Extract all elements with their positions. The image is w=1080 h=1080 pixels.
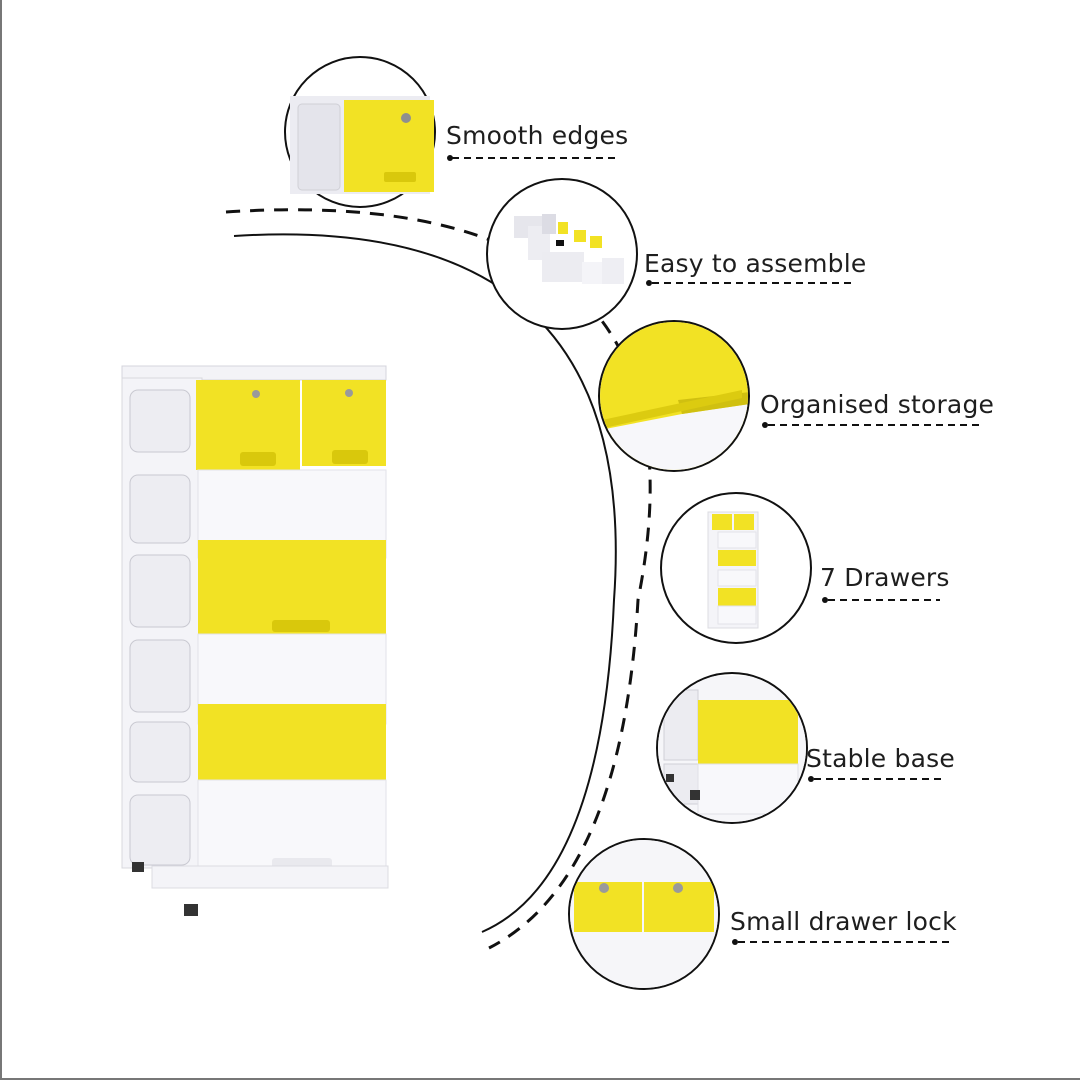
feature-label-easy-to-assemble: Easy to assemble xyxy=(644,249,867,278)
feature-label-7-drawers: 7 Drawers xyxy=(820,563,950,592)
feature-label-small-drawer-lock: Small drawer lock xyxy=(730,907,957,936)
dashed-arc xyxy=(225,208,652,950)
feature-label-organised-storage: Organised storage xyxy=(760,390,995,419)
feature-label-smooth-edges: Smooth edges xyxy=(446,121,629,150)
feature-label-stable-base: Stable base xyxy=(806,744,955,773)
solid-arc xyxy=(233,233,617,933)
